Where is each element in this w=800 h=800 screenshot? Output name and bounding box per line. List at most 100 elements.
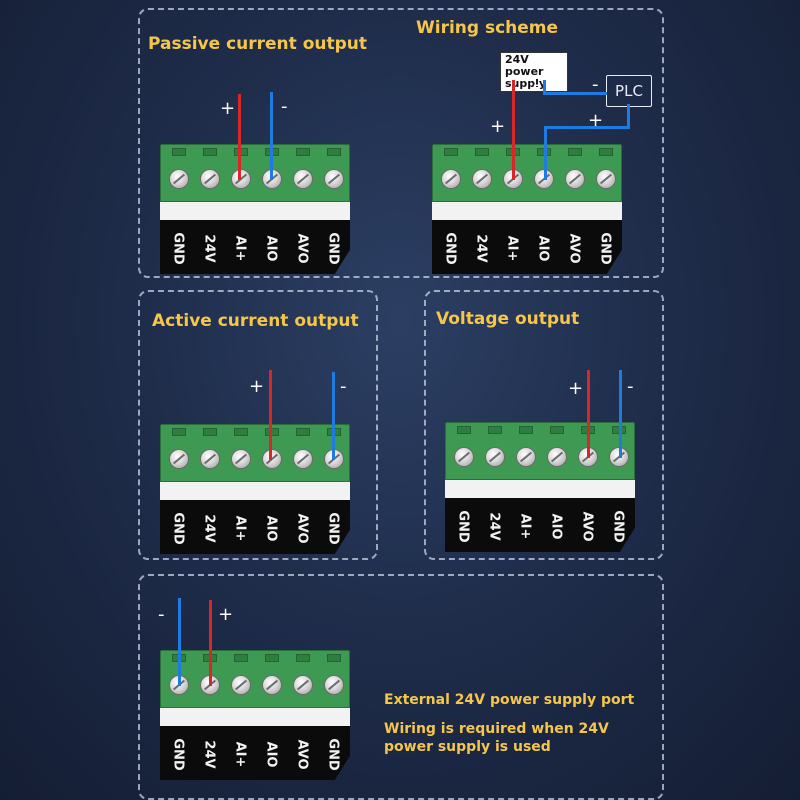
terminal-housing xyxy=(445,422,635,480)
pin-label: AIO xyxy=(535,235,551,261)
terminal-screw[interactable] xyxy=(516,447,536,467)
terminal-slot xyxy=(203,428,217,436)
terminal-strip xyxy=(160,202,350,220)
pin-label: AVO xyxy=(579,510,595,542)
wiring-plc-to-terminal-wire xyxy=(544,126,547,180)
power-supply-box: 24V power supply xyxy=(500,52,568,92)
terminal-slot xyxy=(203,148,217,156)
active-negative-wire xyxy=(332,372,335,460)
pin-label: GND xyxy=(455,509,471,543)
active-plus-label: + xyxy=(249,376,265,397)
terminal-housing xyxy=(160,144,350,202)
terminal-label-plate xyxy=(445,498,635,552)
terminal-screw[interactable] xyxy=(441,169,461,189)
wiring-plc-return-horizontal xyxy=(544,126,630,129)
terminal-slot xyxy=(599,148,613,156)
active-current-panel xyxy=(138,290,378,560)
terminal-screw[interactable] xyxy=(262,449,282,469)
terminal-slot xyxy=(550,426,564,434)
passive-plus-label: + xyxy=(220,98,236,119)
terminal-screw[interactable] xyxy=(262,675,282,695)
terminal-screw[interactable] xyxy=(200,169,220,189)
terminal-screw[interactable] xyxy=(293,675,313,695)
terminal-screw[interactable] xyxy=(565,169,585,189)
terminal-screw[interactable] xyxy=(293,169,313,189)
wiring-plc-plus-label: + xyxy=(588,110,604,131)
pin-label: AVO xyxy=(294,738,310,770)
pin-label: GND xyxy=(170,737,186,771)
wiring-supply-minus-label: - xyxy=(533,74,540,95)
passive-title: Passive current output xyxy=(148,34,367,54)
pin-label: 24V xyxy=(201,513,217,543)
pin-label: AVO xyxy=(566,232,582,264)
terminal-label-plate xyxy=(160,220,350,274)
terminal-screw[interactable] xyxy=(596,169,616,189)
terminal-screw[interactable] xyxy=(200,449,220,469)
pin-label: 24V xyxy=(486,511,502,541)
terminal-slot xyxy=(488,426,502,434)
terminal-label-plate xyxy=(160,726,350,780)
terminal-screw[interactable] xyxy=(231,169,251,189)
terminal-screw[interactable] xyxy=(472,169,492,189)
pin-label: AVO xyxy=(294,512,310,544)
passive-minus-label: - xyxy=(281,96,288,117)
wiring-scheme-title: Wiring scheme xyxy=(416,18,559,38)
terminal-screw[interactable] xyxy=(231,675,251,695)
pin-label: AI+ xyxy=(504,235,520,261)
terminal-slot xyxy=(234,428,248,436)
wiring-supply-drop-wire xyxy=(543,80,546,94)
terminal-slot xyxy=(568,148,582,156)
terminal-screw[interactable] xyxy=(324,675,344,695)
wiring-plc-minus-label: - xyxy=(592,74,599,95)
terminal-screw[interactable] xyxy=(169,449,189,469)
passive-wiring-panel xyxy=(138,8,664,278)
terminal-slot xyxy=(457,426,471,434)
terminal-slot xyxy=(327,148,341,156)
pin-label: AI+ xyxy=(232,741,248,767)
voltage-output-panel xyxy=(424,290,664,560)
terminal-housing xyxy=(432,144,622,202)
terminal-slot xyxy=(444,148,458,156)
terminal-slot xyxy=(475,148,489,156)
terminal-strip xyxy=(432,202,622,220)
terminal-slot xyxy=(296,654,310,662)
passive-negative-wire xyxy=(270,92,273,180)
terminal-screw[interactable] xyxy=(485,447,505,467)
pin-label: AIO xyxy=(263,235,279,261)
wiring-plus-label: + xyxy=(490,116,506,137)
voltage-title: Voltage output xyxy=(436,309,580,329)
pin-label: GND xyxy=(325,511,341,545)
terminal-screw[interactable] xyxy=(231,449,251,469)
external-power-panel xyxy=(138,574,664,800)
terminal-label-plate xyxy=(160,500,350,554)
voltage-plus-label: + xyxy=(568,378,584,399)
terminal-slot xyxy=(327,654,341,662)
terminal-screw[interactable] xyxy=(293,449,313,469)
pin-label: 24V xyxy=(473,233,489,263)
active-title: Active current output xyxy=(152,311,359,331)
pin-label: 24V xyxy=(201,233,217,263)
terminal-slot xyxy=(296,428,310,436)
wiring-supply-to-plc-wire xyxy=(543,92,607,95)
pin-label: 24V xyxy=(201,739,217,769)
terminal-slot xyxy=(296,148,310,156)
terminal-label-plate xyxy=(432,220,622,274)
external-port-note: External 24V power supply port xyxy=(384,692,635,708)
terminal-housing xyxy=(160,650,350,708)
voltage-negative-wire xyxy=(619,370,622,458)
pin-label: GND xyxy=(325,737,341,771)
terminal-slot xyxy=(172,148,186,156)
terminal-screw[interactable] xyxy=(547,447,567,467)
external-wiring-note: Wiring is required when 24V power supply… xyxy=(384,721,609,755)
pin-label: GND xyxy=(170,511,186,545)
terminal-strip xyxy=(160,708,350,726)
external-plus-label: + xyxy=(218,604,234,625)
terminal-screw[interactable] xyxy=(169,169,189,189)
external-negative-wire xyxy=(178,598,181,686)
external-minus-label: - xyxy=(158,604,165,625)
terminal-housing xyxy=(160,424,350,482)
terminal-screw[interactable] xyxy=(454,447,474,467)
terminal-screw[interactable] xyxy=(324,169,344,189)
